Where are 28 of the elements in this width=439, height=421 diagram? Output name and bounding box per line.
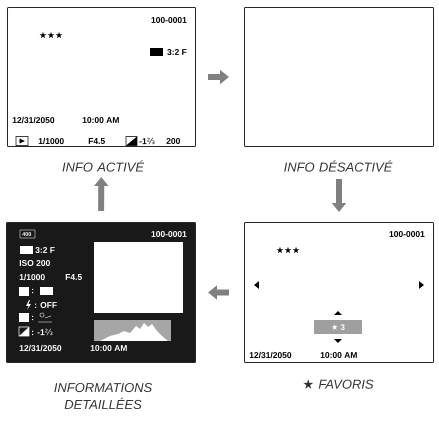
screen-text: 12/31/2050 [20,344,62,352]
screen-text: : [32,316,34,320]
screen-text: -1⅔ [140,138,155,144]
screen-text: ★★★ [276,246,300,254]
screen-text: F4.5 [66,274,82,280]
screen-text: 200 [166,138,180,144]
screen-text: 10:00 AM [82,117,119,123]
screen-text: : -1⅔ [32,328,52,336]
node-label: ★ FAVORIS [303,379,374,389]
screen-text: F4.5 [88,138,105,144]
screen-text: 100-0001 [152,17,187,23]
screen-text: 10:00 AM [90,345,127,351]
screen-text: 3:2 F [167,49,186,55]
screen-text: 10:00 AM [320,352,357,358]
screen-text: 12/31/2050 [12,116,54,124]
node-label: INFORMATIONS DETAILLÉES [54,382,152,410]
screen-text: : [32,288,34,294]
screen-text: 1/1000 [20,274,45,280]
screen-text: ★★★ [40,32,62,38]
screen-text: 100-0001 [390,231,425,237]
screen-text: : OFF [35,302,57,308]
node-label: INFO DÉSACTIVÉ [284,160,392,172]
screen-text: 12/31/2050 [250,352,292,358]
node-label: INFO ACTIVÉ [62,160,144,172]
screen-text: 1/1000 [38,138,64,144]
screen-text: 3:2 F [35,247,55,253]
screen-text: 100-0001 [152,231,187,237]
screen-text: ISO 200 [20,260,50,266]
